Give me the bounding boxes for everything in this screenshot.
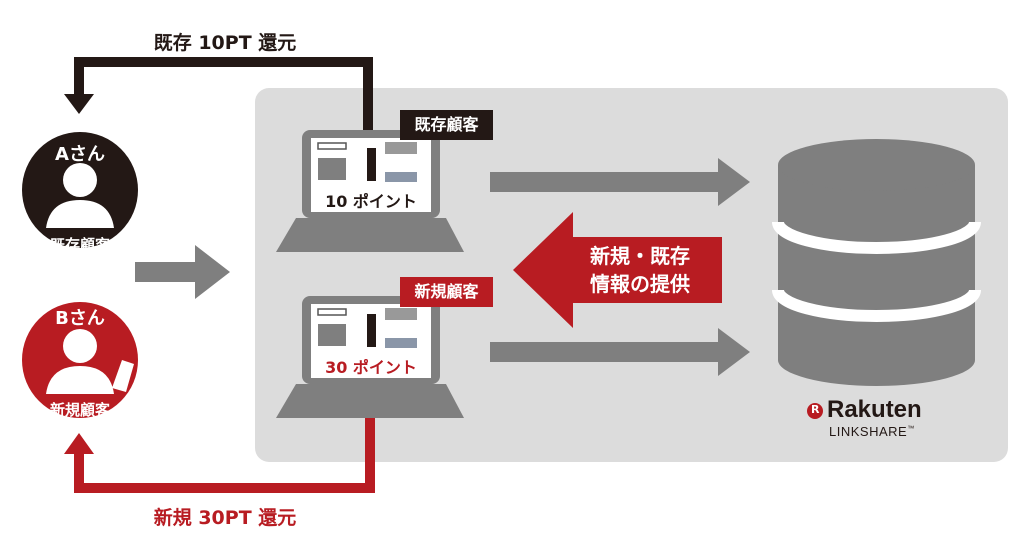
linkshare-logo-text: LINKSHARE™ bbox=[829, 424, 915, 439]
laptop-existing bbox=[276, 130, 464, 252]
data-arrow-new bbox=[490, 328, 750, 376]
rakuten-logo-mark bbox=[807, 403, 823, 419]
rakuten-mark-letter: R bbox=[811, 403, 820, 416]
bag-icon bbox=[318, 158, 346, 180]
glasses-icon bbox=[317, 142, 347, 150]
list-icon bbox=[385, 172, 417, 182]
rakuten-logo-text: Rakuten bbox=[827, 396, 922, 423]
tag-new-bg bbox=[400, 277, 493, 307]
customer-b-name: Bさん bbox=[55, 308, 105, 329]
list-icon bbox=[385, 142, 417, 154]
tag-new: 新規顧客 bbox=[414, 282, 479, 301]
person-head-icon bbox=[63, 329, 97, 363]
new-return-arrowhead bbox=[64, 433, 94, 454]
existing-return-arrowhead bbox=[64, 94, 94, 114]
visit-arrow bbox=[135, 245, 230, 299]
list-icon bbox=[385, 308, 417, 320]
points-new: 30 ポイント bbox=[325, 358, 417, 377]
linkshare-text: LINKSHARE bbox=[829, 424, 908, 439]
tag-existing-bg bbox=[400, 110, 493, 140]
data-arrow-existing bbox=[490, 158, 750, 206]
points-existing: 10 ポイント bbox=[325, 192, 417, 211]
person-b bbox=[22, 302, 138, 418]
raised-hand-icon bbox=[112, 360, 134, 392]
info-provision-arrow bbox=[513, 212, 722, 328]
new-return-label: 新規 30PT 還元 bbox=[153, 507, 297, 529]
customer-b-type: 新規顧客 bbox=[49, 401, 111, 419]
glasses-icon bbox=[317, 308, 347, 316]
keyboard-base bbox=[276, 384, 464, 418]
list-icon bbox=[385, 338, 417, 348]
wine-bottle-icon bbox=[367, 314, 376, 347]
info-arrow-line2: 情報の提供 bbox=[590, 272, 690, 296]
existing-return-arrow bbox=[74, 57, 373, 132]
new-return-arrow bbox=[74, 415, 375, 493]
person-body-icon bbox=[46, 366, 114, 394]
wine-bottle-icon bbox=[367, 148, 376, 181]
keyboard-base bbox=[276, 218, 464, 252]
bag-icon bbox=[318, 324, 346, 346]
person-a bbox=[22, 132, 138, 248]
tag-existing: 既存顧客 bbox=[414, 115, 479, 134]
customer-a-type: 既存顧客 bbox=[49, 236, 111, 254]
existing-return-label: 既存 10PT 還元 bbox=[153, 32, 297, 54]
info-arrow-label: 新規・既存 情報の提供 bbox=[590, 242, 690, 298]
database-icon bbox=[772, 139, 981, 386]
trademark: ™ bbox=[907, 425, 915, 433]
customer-a-name: Aさん bbox=[55, 144, 105, 165]
info-arrow-line1: 新規・既存 bbox=[590, 244, 690, 268]
person-head-icon bbox=[63, 163, 97, 197]
person-body-icon bbox=[46, 200, 114, 228]
laptop-new bbox=[276, 296, 464, 418]
